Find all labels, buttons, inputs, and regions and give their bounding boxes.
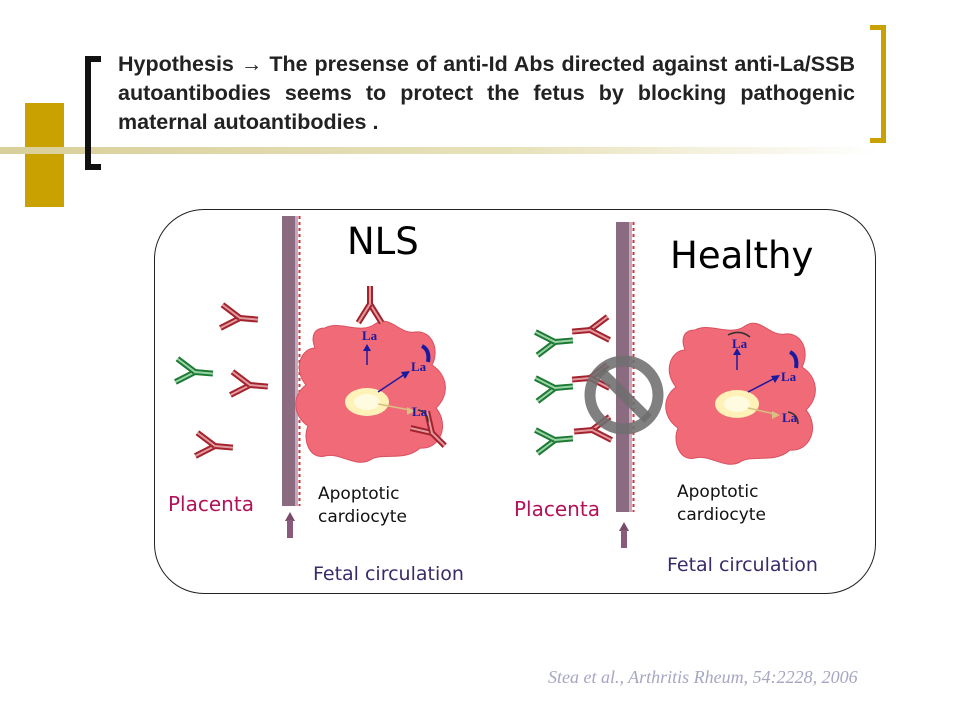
- citation: Stea et al., Arthritis Rheum, 54:2228, 2…: [548, 667, 858, 687]
- left-antigen-markers: La La La: [362, 328, 431, 423]
- anti-idiotype-antibody-icon: [533, 326, 575, 358]
- antibody-icon: [193, 430, 235, 462]
- anti-idiotype-antibody-icon: [173, 356, 215, 388]
- left-fetal-circulation-label: Fetal circulation: [313, 563, 464, 585]
- left-placenta-label: Placenta: [168, 492, 254, 516]
- antigen-label: La: [732, 336, 748, 351]
- prohibition-sign-icon: [584, 355, 664, 435]
- hypothesis-text: Hypothesis → The presense of anti-Id Abs…: [118, 52, 855, 134]
- right-up-arrow-icon: [619, 522, 629, 548]
- decor-gold-square: [25, 103, 64, 207]
- right-fetal-circulation-label: Fetal circulation: [667, 554, 818, 576]
- right-placenta-label: Placenta: [514, 497, 600, 521]
- antigen-label: La: [782, 410, 798, 425]
- anti-idiotype-antibody-icon: [533, 424, 575, 456]
- left-maternal-antibodies: [173, 302, 270, 462]
- right-cardiocyte-label: Apoptotic cardiocyte: [677, 482, 766, 525]
- decor-right-bracket: [870, 25, 886, 143]
- antibody-icon: [355, 286, 385, 325]
- decor-left-bracket: [85, 56, 101, 170]
- antibody-icon: [228, 369, 270, 401]
- antigen-label: La: [411, 359, 427, 374]
- right-antibody-complexes: [533, 314, 614, 456]
- healthy-panel-title: Healthy: [670, 234, 814, 277]
- anti-idiotype-antibody-icon: [533, 372, 575, 404]
- antibody-icon: [570, 314, 612, 346]
- nls-panel-title: NLS: [347, 220, 419, 263]
- decor-gold-line: [0, 147, 880, 154]
- antigen-label: La: [362, 328, 378, 343]
- left-membrane: [281, 215, 301, 507]
- antigen-label: La: [412, 404, 428, 419]
- right-antigen-markers: La La La: [727, 331, 799, 425]
- left-up-arrow-icon: [285, 512, 295, 538]
- antigen-label: La: [781, 369, 797, 384]
- antibody-icon: [218, 302, 260, 334]
- left-cardiocyte-label: Apoptotic cardiocyte: [318, 484, 407, 527]
